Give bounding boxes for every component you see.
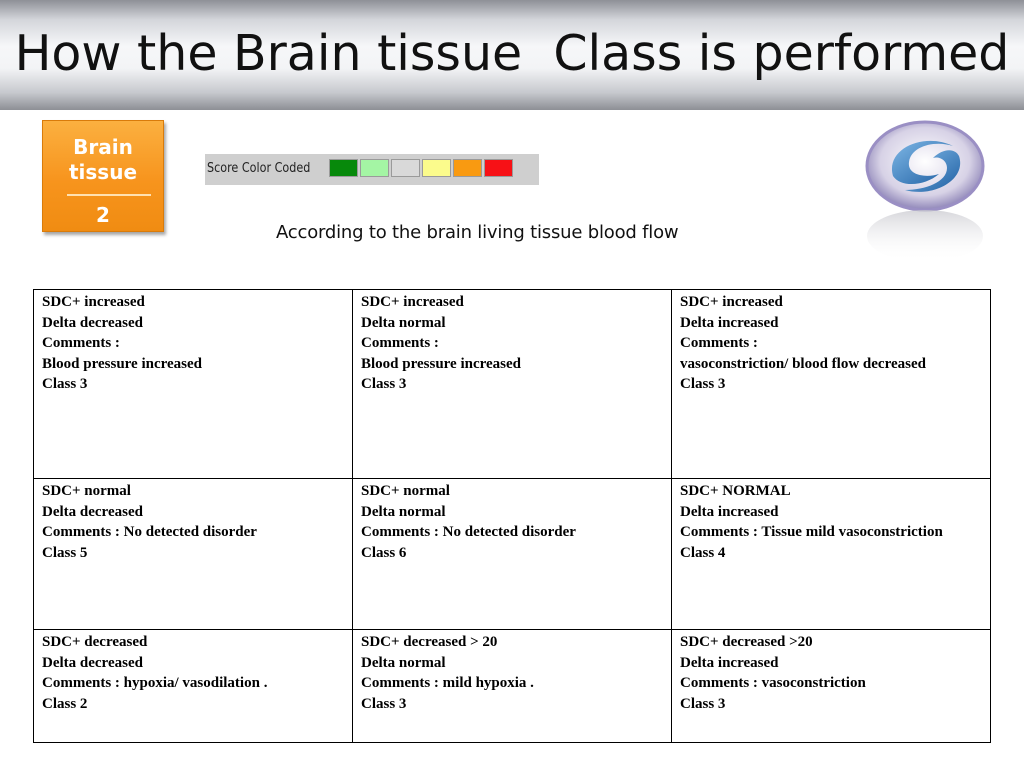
score-swatch-1 [329,159,358,177]
cell-line: SDC+ decreased [42,634,148,650]
cell-line: SDC+ increased [42,294,145,310]
cell-line: Class 2 [42,695,88,712]
cell-line: Class 5 [42,544,88,561]
badge-divider [67,194,151,196]
cell-line: Class 3 [42,376,88,392]
cell-line: SDC+ increased [680,294,783,310]
cell-line: Class 6 [361,544,407,561]
cell-line: Delta increased [680,654,779,671]
badge-number: 2 [96,203,110,227]
cell-line: Comments : [361,335,439,351]
cell-line: Blood pressure increased [42,355,203,372]
score-swatch-3 [391,159,420,177]
cell-line: Comments : No detected disorder [361,524,576,540]
cell-line: Comments : Tissue mild vasoconstriction [680,524,943,540]
cell-line: SDC+ NORMAL [680,483,791,499]
cell-line: Delta increased [680,503,779,520]
score-swatches [329,159,513,177]
cell-line: SDC+ decreased >20 [680,634,813,650]
cell-line: Class 3 [361,376,407,392]
cell-line: SDC+ normal [42,483,131,499]
cell-line: Class 4 [680,544,726,561]
title-bar: How the Brain tissue Class is performed [0,0,1024,110]
s-swoosh-logo-icon [865,120,985,262]
cell-line: Comments : No detected disorder [42,524,257,540]
cell-line: Class 3 [680,695,726,712]
cell-line: SDC+ normal [361,483,450,499]
score-legend-label: Score Color Coded [207,161,311,176]
slide-title: How the Brain tissue Class is performed [14,25,1010,82]
cell-line: Class 3 [680,376,726,392]
cell-line: vasoconstriction/ blood flow decreased [680,355,926,372]
brain-tissue-badge: Brain tissue 2 [42,120,164,232]
score-color-legend: Score Color Coded [205,154,539,185]
cell-line: Comments : [42,335,120,351]
cell-line: Delta decreased [42,503,143,520]
cell-line: Comments : mild hypoxia . [361,675,534,691]
cell-line: SDC+ decreased > 20 [361,634,498,650]
score-swatch-5 [453,159,482,177]
score-swatch-6 [484,159,513,177]
cell-line: Comments : hypoxia/ vasodilation . [42,675,268,691]
cell-line: Delta normal [361,654,446,671]
score-swatch-2 [360,159,389,177]
badge-line-2: tissue [68,160,138,184]
subtitle: According to the brain living tissue blo… [276,222,679,243]
cell-line: Delta decreased [42,654,143,671]
cell-line: Delta normal [361,314,446,331]
badge-line-1: Brain [73,135,133,159]
cell-line: SDC+ increased [361,294,464,310]
cell-line: Comments : vasoconstriction [680,675,866,691]
cell-line: Delta decreased [42,314,143,331]
cell-line: Delta increased [680,314,779,331]
cell-line: Blood pressure increased [361,355,522,372]
score-swatch-4 [422,159,451,177]
cell-line: Comments : [680,335,758,351]
cell-line: Class 3 [361,695,407,712]
cell-line: Delta normal [361,503,446,520]
